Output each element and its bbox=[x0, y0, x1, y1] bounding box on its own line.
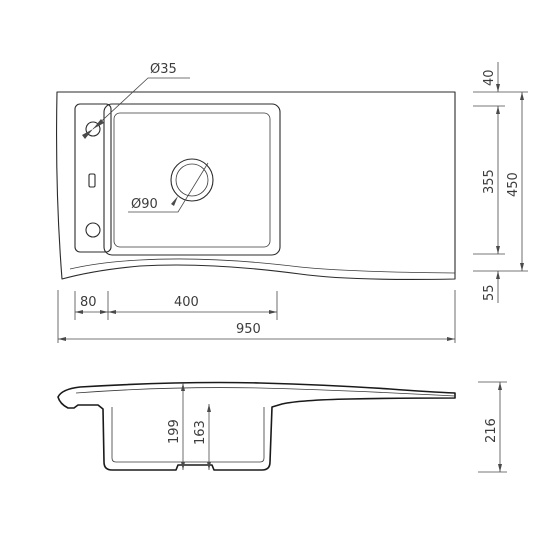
top-view: Ø35 Ø90 80 400 950 bbox=[56, 62, 528, 343]
drain-inner bbox=[175, 163, 209, 197]
dim-199 bbox=[181, 383, 185, 470]
bowl-outer bbox=[103, 103, 281, 256]
sink-outline bbox=[56, 91, 456, 280]
dim-bowl-width-label: 400 bbox=[174, 295, 199, 310]
dim-front-margin-label: 55 bbox=[482, 284, 497, 301]
dim-horizontal-partial bbox=[74, 291, 278, 320]
dim-vertical-total bbox=[505, 91, 528, 272]
dim-total-height-label: 216 bbox=[484, 418, 499, 443]
drain-outer bbox=[170, 158, 214, 202]
overflow-hole bbox=[85, 222, 101, 238]
dim-top-margin-label: 40 bbox=[482, 69, 497, 86]
tap-hole-leader bbox=[82, 77, 190, 139]
dim-bowl-depth-inner-label: 163 bbox=[193, 420, 208, 445]
dim-horizontal-total bbox=[57, 290, 456, 343]
dim-total-width-label: 950 bbox=[236, 322, 261, 337]
dim-bowl-depth-outer-label: 199 bbox=[167, 419, 182, 444]
tap-ledge bbox=[74, 103, 112, 253]
dim-163 bbox=[207, 404, 211, 470]
drain-diameter-label: Ø90 bbox=[131, 197, 158, 212]
dim-total-depth-label: 450 bbox=[506, 172, 521, 197]
side-view: 199 163 216 bbox=[57, 381, 507, 473]
dim-vertical-partial bbox=[473, 62, 505, 303]
sink-section-inner bbox=[111, 407, 265, 463]
sink-inner-edge bbox=[69, 258, 456, 274]
dim-216 bbox=[478, 381, 507, 473]
tap-hole-diameter-label: Ø35 bbox=[150, 62, 177, 77]
dim-bowl-depth-label: 355 bbox=[482, 169, 497, 194]
dim-left-margin-label: 80 bbox=[80, 295, 97, 310]
overflow-slot bbox=[88, 173, 96, 188]
sink-section bbox=[57, 381, 456, 471]
drain-leader bbox=[128, 162, 209, 213]
bowl-inner bbox=[113, 112, 271, 248]
sink-section-top bbox=[75, 387, 456, 397]
tap-hole bbox=[85, 121, 101, 137]
